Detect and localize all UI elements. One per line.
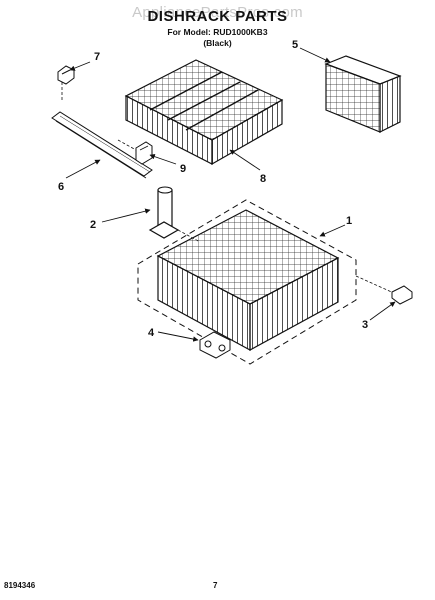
callout-8: 8: [260, 173, 266, 185]
page-number: 7: [213, 581, 218, 590]
callout-7: 7: [94, 51, 100, 63]
watermark-text: AppliancePartsPros.com: [132, 4, 303, 21]
silverware-basket-part: [324, 55, 402, 133]
wheel-assembly-part: [199, 331, 231, 359]
callout-9: 9: [180, 163, 186, 175]
callout-5: 5: [292, 39, 298, 51]
callout-2: 2: [90, 219, 96, 231]
page-title: DISHRACK PARTS: [147, 8, 288, 25]
lower-rack-part: [156, 209, 340, 352]
callout-6: 6: [58, 181, 64, 193]
callout-4: 4: [148, 327, 155, 339]
upper-rack-part: [124, 59, 284, 166]
callout-3: 3: [362, 319, 368, 331]
rack-stop-clip-part: [57, 65, 75, 100]
rack-stop-part: [391, 285, 413, 305]
color-line: (Black): [203, 38, 232, 48]
assembly-outline: [137, 199, 357, 365]
model-line: For Model: RUD1000KB3: [167, 27, 268, 37]
doc-number: 8194346: [4, 581, 36, 590]
leader-lines: [65, 47, 396, 342]
callout-1: 1: [346, 215, 352, 227]
upper-rack-track-part: [51, 111, 153, 179]
spray-tower-part: [148, 186, 201, 243]
